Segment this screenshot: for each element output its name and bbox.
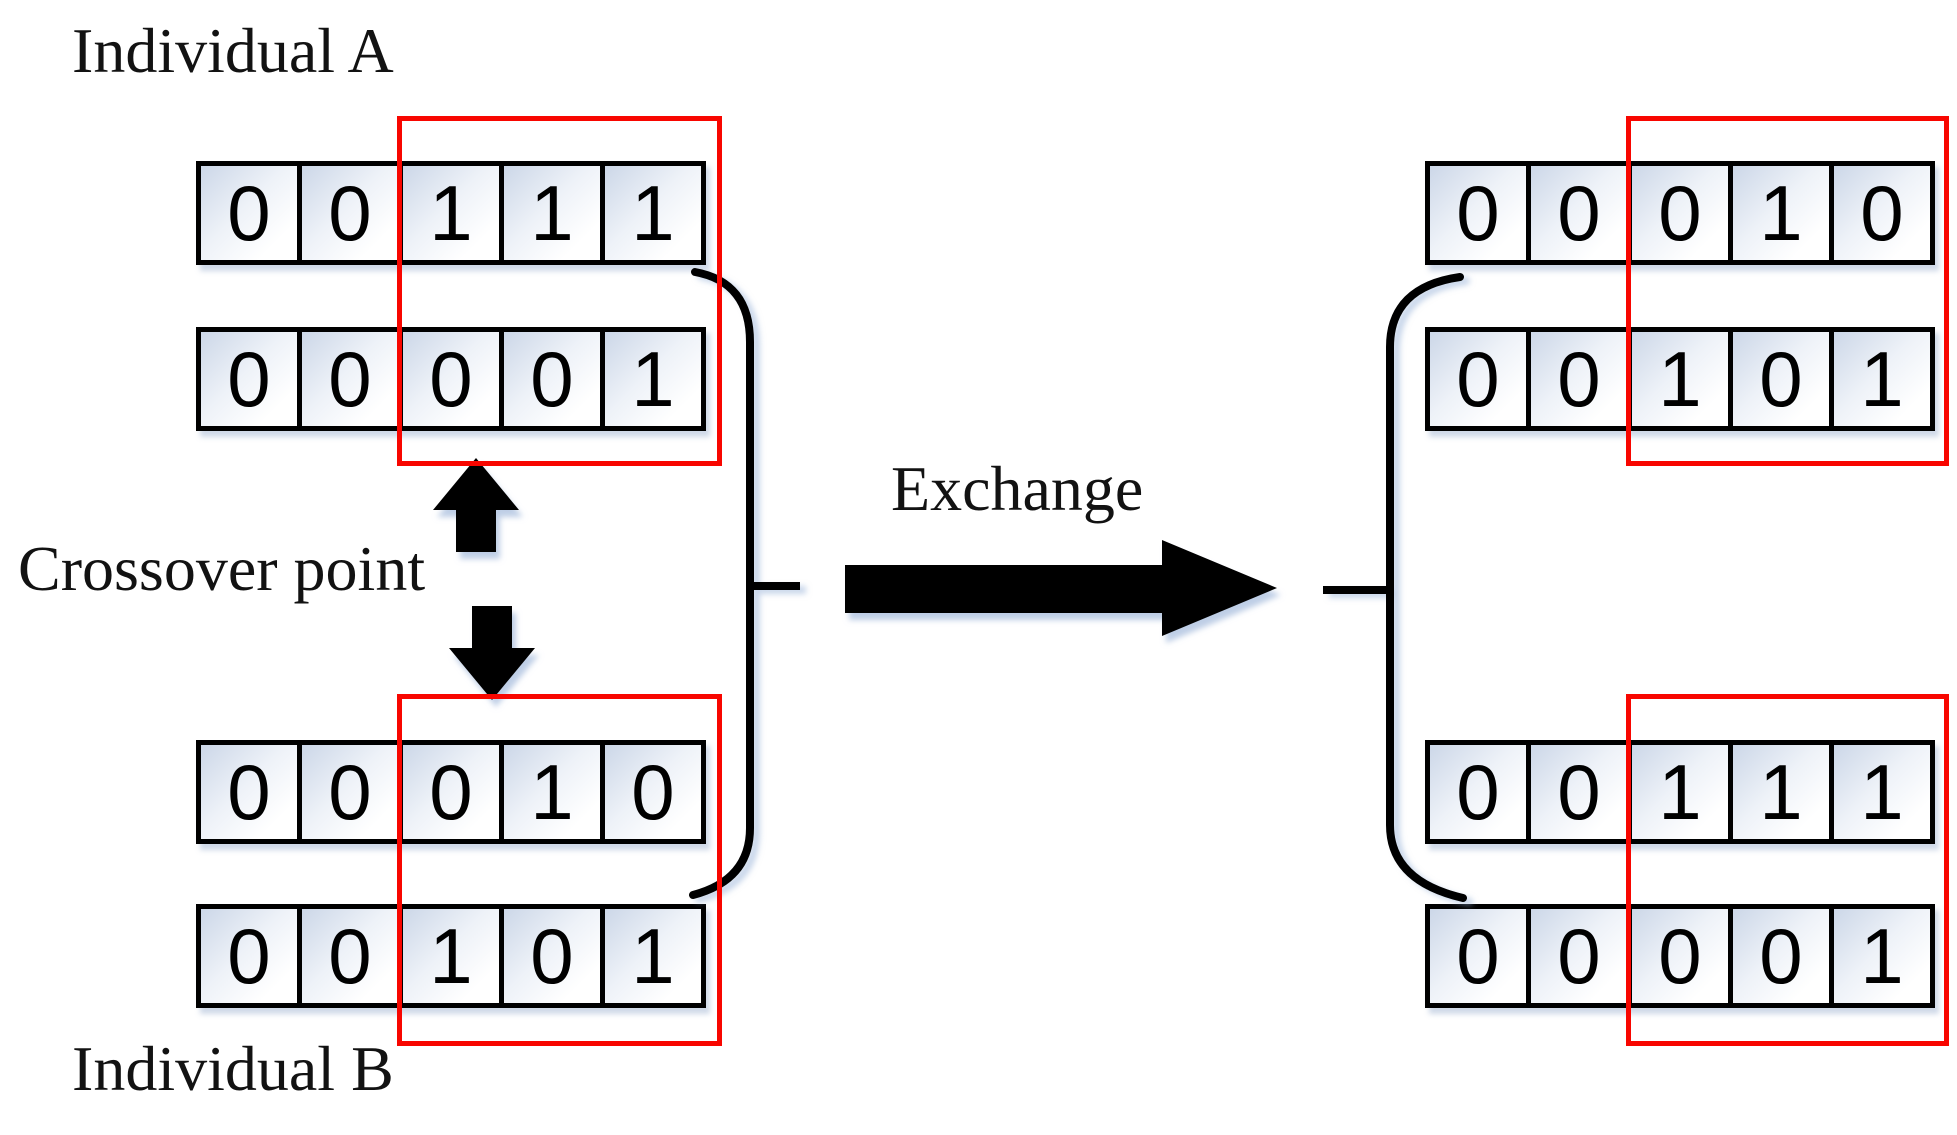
gene-cell: 0 bbox=[1728, 909, 1829, 1003]
gene-cell: 0 bbox=[297, 332, 398, 426]
gene-cell: 0 bbox=[1526, 166, 1627, 260]
gene-cell: 0 bbox=[1430, 332, 1526, 426]
row-offspring-top-2: 0 0 1 0 1 bbox=[1425, 327, 1935, 431]
gene-cell: 1 bbox=[600, 332, 701, 426]
exchange-label: Exchange bbox=[891, 453, 1144, 524]
row-individual-a-1: 0 0 1 1 1 bbox=[196, 161, 706, 265]
gene-cell: 1 bbox=[499, 166, 600, 260]
gene-cell: 0 bbox=[297, 166, 398, 260]
crossover-highlight-bottom-after bbox=[1626, 694, 1949, 1046]
gene-cell: 0 bbox=[600, 745, 701, 839]
row-individual-a-2: 0 0 0 0 1 bbox=[196, 327, 706, 431]
crossover-highlight-a-before bbox=[397, 116, 722, 466]
gene-cell: 0 bbox=[499, 332, 600, 426]
gene-cell: 1 bbox=[1627, 332, 1728, 426]
gene-cell: 0 bbox=[1430, 166, 1526, 260]
row-offspring-bottom-1: 0 0 1 1 1 bbox=[1425, 740, 1935, 844]
gene-cell: 1 bbox=[1829, 909, 1930, 1003]
gene-cell: 0 bbox=[499, 909, 600, 1003]
gene-cell: 0 bbox=[297, 909, 398, 1003]
gene-cell: 0 bbox=[1526, 909, 1627, 1003]
gene-cell: 1 bbox=[1829, 332, 1930, 426]
row-individual-b-1: 0 0 0 1 0 bbox=[196, 740, 706, 844]
gene-cell: 0 bbox=[201, 745, 297, 839]
individual-a-label: Individual A bbox=[72, 15, 394, 86]
gene-cell: 0 bbox=[1430, 909, 1526, 1003]
exchange-arrow-icon bbox=[845, 540, 1277, 636]
gene-cell: 0 bbox=[1526, 332, 1627, 426]
crossover-highlight-top-after bbox=[1626, 116, 1949, 466]
gene-cell: 1 bbox=[499, 745, 600, 839]
gene-cell: 1 bbox=[1829, 745, 1930, 839]
gene-cell: 0 bbox=[201, 332, 297, 426]
gene-cell: 0 bbox=[201, 909, 297, 1003]
gene-cell: 0 bbox=[1627, 909, 1728, 1003]
individual-b-label: Individual B bbox=[72, 1033, 394, 1104]
gene-cell: 0 bbox=[1526, 745, 1627, 839]
crossover-up-arrow-icon bbox=[433, 458, 519, 552]
gene-cell: 0 bbox=[1829, 166, 1930, 260]
crossover-point-label: Crossover point bbox=[18, 533, 426, 604]
gene-cell: 1 bbox=[600, 909, 701, 1003]
gene-cell: 0 bbox=[1627, 166, 1728, 260]
gene-cell: 1 bbox=[1627, 745, 1728, 839]
row-offspring-top-1: 0 0 0 1 0 bbox=[1425, 161, 1935, 265]
left-group-brace bbox=[689, 268, 800, 899]
right-group-brace bbox=[1323, 273, 1467, 902]
gene-cell: 0 bbox=[1430, 745, 1526, 839]
row-offspring-bottom-2: 0 0 0 0 1 bbox=[1425, 904, 1935, 1008]
crossover-down-arrow-icon bbox=[449, 606, 535, 700]
gene-cell: 1 bbox=[1728, 166, 1829, 260]
crossover-highlight-b-before bbox=[397, 694, 722, 1046]
gene-cell: 0 bbox=[297, 745, 398, 839]
gene-cell: 1 bbox=[398, 166, 499, 260]
row-individual-b-2: 0 0 1 0 1 bbox=[196, 904, 706, 1008]
gene-cell: 1 bbox=[1728, 745, 1829, 839]
gene-cell: 0 bbox=[398, 745, 499, 839]
gene-cell: 0 bbox=[1728, 332, 1829, 426]
gene-cell: 0 bbox=[201, 166, 297, 260]
gene-cell: 1 bbox=[600, 166, 701, 260]
